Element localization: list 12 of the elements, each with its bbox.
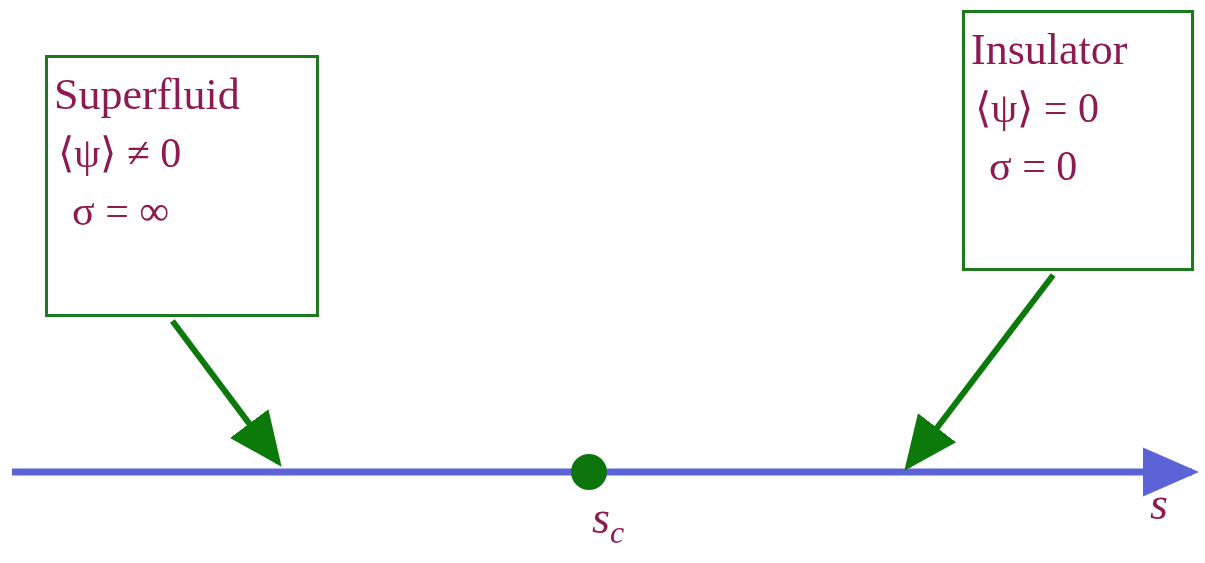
critical-point-dot: [571, 454, 607, 490]
conductivity-formula: σ = 0: [989, 142, 1078, 191]
order-parameter-formula: ⟨ψ⟩ = 0: [975, 84, 1099, 133]
phase-name: Insulator: [971, 24, 1128, 76]
axis-label: s: [1150, 482, 1168, 526]
phase-box: [45, 55, 319, 317]
leader-arrow: [904, 273, 1056, 471]
leader-arrow: [170, 319, 282, 467]
phase-box: [962, 10, 1194, 271]
phase-name: Superfluid: [54, 69, 240, 121]
order-parameter-formula: ⟨ψ⟩ ≠ 0: [58, 129, 182, 178]
conductivity-formula: σ = ∞: [72, 187, 170, 236]
